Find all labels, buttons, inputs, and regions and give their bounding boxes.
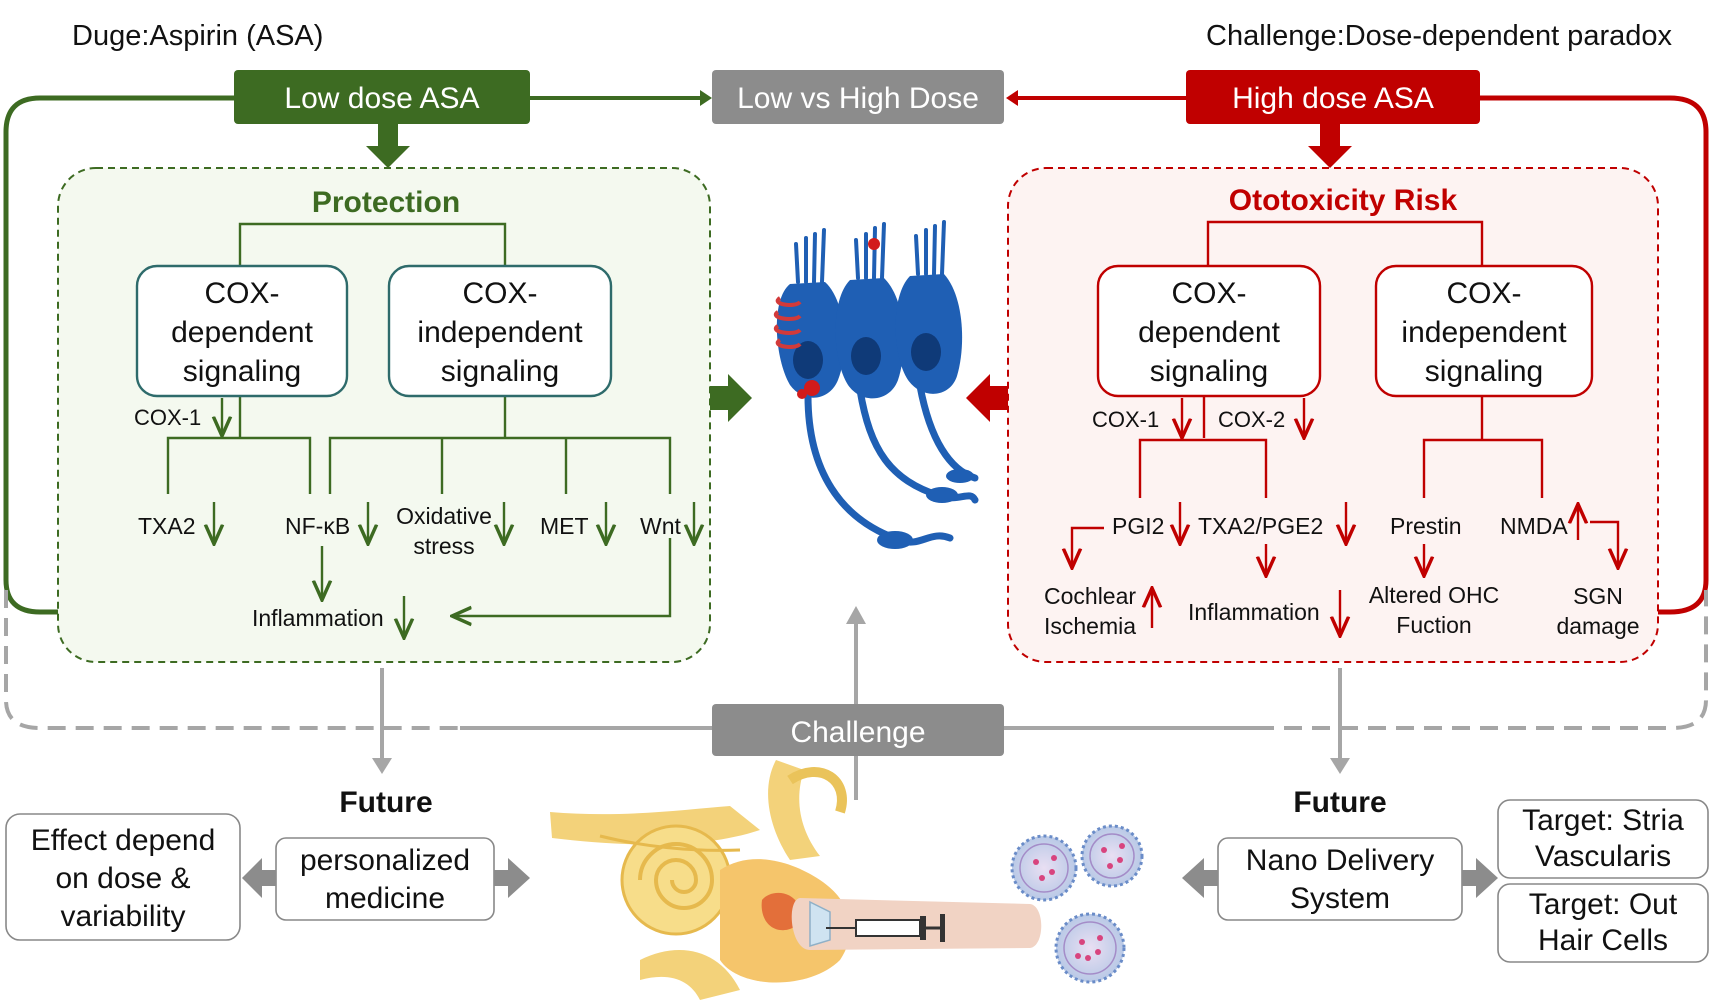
ototoxicity-inflammation: Inflammation <box>1188 599 1320 625</box>
protection-cox-indep-line3: signaling <box>441 355 559 388</box>
drug-label: Duge:Aspirin (ASA) <box>72 20 323 52</box>
protection-cox-dependent-box <box>135 264 349 398</box>
ototoxicity-cox-indep-line3: signaling <box>1425 355 1543 388</box>
high-dose-badge: High dose ASA <box>1186 70 1480 124</box>
ototoxicity-cox-dep-line1: COX- <box>1172 277 1247 310</box>
ototoxicity-future-arrowhead <box>1330 758 1350 774</box>
effect-line2: on dose & <box>55 862 190 895</box>
ototoxicity-sgn-line1: SGN <box>1573 583 1623 609</box>
ototoxicity-cochlear-line1: Cochlear <box>1044 583 1136 609</box>
challenge-label: Challenge <box>790 716 925 749</box>
protection-wnt: Wnt <box>640 513 682 539</box>
hair-cells-illustration <box>773 220 979 549</box>
target-hair-cells-box <box>1497 883 1709 963</box>
personalized-left-arrow <box>242 858 276 898</box>
protection-inflammation: Inflammation <box>252 605 384 631</box>
ototoxicity-sgn-line2: damage <box>1556 613 1639 639</box>
nano-left-arrow <box>1182 858 1218 898</box>
challenge-header: Challenge:Dose-dependent paradox <box>1206 20 1672 52</box>
protection-cox-indep-line1: COX- <box>463 277 538 310</box>
ototoxicity-tree-lines <box>1072 220 1618 576</box>
ototoxicity-title: Ototoxicity Risk <box>1229 184 1458 217</box>
ototoxicity-cox1-label: COX-1 <box>1092 407 1159 432</box>
nano-line1: Nano Delivery <box>1246 844 1434 877</box>
high-dose-down-arrow <box>1308 124 1352 168</box>
ototoxicity-cox-dep-line2: dependent <box>1138 316 1280 349</box>
protection-txa2: TXA2 <box>138 513 196 539</box>
nano-right-arrow <box>1462 858 1498 898</box>
ototoxicity-altered-line1: Altered OHC <box>1369 582 1499 608</box>
protection-cox-dep-line1: COX- <box>205 277 280 310</box>
red-outer-loop <box>1480 95 1709 615</box>
ototoxicity-cox-dependent-box <box>1096 264 1322 398</box>
effect-line3: variability <box>60 900 185 933</box>
target2-line2: Hair Cells <box>1538 924 1668 957</box>
low-dose-badge: Low dose ASA <box>234 70 530 124</box>
ototoxicity-cox-indep-line2: independent <box>1401 316 1567 349</box>
challenge-badge: Challenge <box>712 704 1004 756</box>
ototoxicity-cochlear-line2: Ischemia <box>1044 613 1136 639</box>
target-stria-box <box>1497 799 1709 879</box>
red-to-compare-arrowhead <box>1006 90 1018 106</box>
personalized-right-arrow <box>494 858 530 898</box>
protection-title: Protection <box>312 186 460 219</box>
future-right-title: Future <box>1293 786 1386 819</box>
high-dose-label: High dose ASA <box>1232 82 1434 115</box>
target1-line1: Target: Stria <box>1522 804 1684 837</box>
protection-met: MET <box>540 513 589 539</box>
nano-line2: System <box>1290 882 1390 915</box>
protection-cox1-label: COX-1 <box>134 405 201 430</box>
green-outer-loop <box>3 95 234 615</box>
ototoxicity-cox-independent-box <box>1374 264 1594 398</box>
challenge-up-arrowhead <box>846 606 866 624</box>
protection-cox-dep-line3: signaling <box>183 355 301 388</box>
green-to-compare-arrowhead <box>700 90 712 106</box>
protection-nfkb: NF-κB <box>285 513 350 539</box>
protection-to-cells-arrow <box>710 374 752 422</box>
compare-badge: Low vs High Dose <box>712 70 1004 124</box>
personalized-line2: medicine <box>325 882 445 915</box>
low-dose-down-arrow <box>366 124 410 168</box>
protection-cox-dep-line2: dependent <box>171 316 313 349</box>
ototoxicity-altered-line2: Fuction <box>1396 612 1471 638</box>
ototoxicity-cox2-label: COX-2 <box>1218 407 1285 432</box>
ototoxicity-cox-indep-line1: COX- <box>1447 277 1522 310</box>
future-left-title: Future <box>339 786 432 819</box>
ototoxicity-prestin: Prestin <box>1390 513 1462 539</box>
protection-oxidative-line1: Oxidative <box>396 503 492 529</box>
protection-oxidative-line2: stress <box>413 533 474 559</box>
protection-cox-independent-box <box>387 264 613 398</box>
ototoxicity-pgi2: PGI2 <box>1112 513 1164 539</box>
ototoxicity-nmda: NMDA <box>1500 513 1568 539</box>
ototoxicity-to-cells-arrow <box>966 374 1008 422</box>
syringe-icon <box>826 914 945 942</box>
target1-line2: Vascularis <box>1535 840 1671 873</box>
protection-future-arrowhead <box>372 758 392 774</box>
nanoparticle-icon <box>1010 824 1144 984</box>
compare-label: Low vs High Dose <box>737 82 979 115</box>
target2-line1: Target: Out <box>1529 888 1678 921</box>
personalized-line1: personalized <box>300 844 470 877</box>
inner-ear-illustration <box>550 760 1042 1000</box>
protection-cox-indep-line2: independent <box>417 316 583 349</box>
ototoxicity-txa2-pge2: TXA2/PGE2 <box>1198 513 1323 539</box>
effect-line1: Effect depend <box>31 824 216 857</box>
effect-box <box>5 813 241 941</box>
protection-tree-lines <box>166 222 672 616</box>
low-dose-label: Low dose ASA <box>284 82 479 115</box>
ototoxicity-cox-dep-line3: signaling <box>1150 355 1268 388</box>
